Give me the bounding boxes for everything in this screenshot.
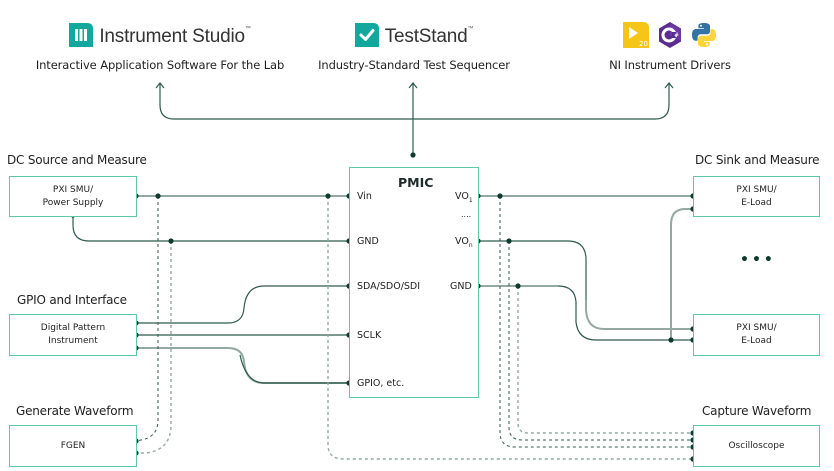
- csharp-logo-icon: #: [658, 22, 682, 52]
- generate-waveform-title: Generate Waveform: [16, 404, 134, 418]
- teststand-name: TestStand™: [384, 26, 474, 47]
- software-bus-bracket: [159, 84, 670, 120]
- drivers-description: NI Instrument Drivers: [609, 58, 731, 72]
- pin-von: VOn: [455, 236, 473, 249]
- node-vin-tap2: [325, 193, 331, 199]
- svg-text:#: #: [674, 32, 679, 39]
- node-von-tap: [506, 238, 512, 244]
- arrow-instrument-studio: [155, 82, 165, 89]
- pxi-smu-eload-box-1[interactable]: PXI SMU/E-Load: [693, 176, 820, 217]
- fgen-box[interactable]: FGEN: [9, 425, 137, 467]
- drivers-icons: 20 #: [580, 22, 760, 52]
- labview-logo-icon: 20: [623, 22, 649, 52]
- dashed-vin-to-fgen: [135, 196, 159, 442]
- capture-waveform-title: Capture Waveform: [702, 404, 812, 418]
- wire-eload1-return: [670, 208, 693, 340]
- box-line: Digital Pattern: [40, 323, 106, 333]
- box-line: E-Load: [741, 197, 772, 208]
- pin-vo1: VO1: [455, 191, 473, 204]
- python-logo-icon: [691, 22, 717, 52]
- instrument-studio-description: Interactive Application Software For the…: [35, 58, 285, 72]
- labview-badge: 20: [639, 40, 648, 48]
- pmic-title: PMIC: [398, 175, 434, 190]
- box-line: E-Load: [741, 336, 772, 346]
- box-line: PXI SMU/: [736, 323, 777, 333]
- pin-gnd-left: GND: [357, 236, 379, 247]
- gpio-title: GPIO and Interface: [17, 293, 127, 307]
- box-line: Instrument: [48, 336, 98, 346]
- wire-gnd-right: [478, 285, 693, 341]
- box-line: Oscilloscope: [728, 440, 785, 451]
- instrument-studio-name: Instrument Studio™: [99, 26, 251, 47]
- node-vo1-tap: [497, 193, 503, 199]
- teststand-description: Industry-Standard Test Sequencer: [318, 58, 510, 72]
- node-vin-tap: [155, 193, 161, 199]
- node-teststand: [410, 152, 416, 158]
- node-gnd-right-tap: [515, 283, 521, 289]
- arrow-teststand: [408, 82, 418, 89]
- node-gnd-tap: [168, 238, 174, 244]
- pmic-box[interactable]: [349, 167, 479, 398]
- oscilloscope-box[interactable]: Oscilloscope: [693, 425, 820, 467]
- drivers-block: 20 # NI Instrument Drivers: [580, 22, 760, 72]
- dashed-vo1-to-scope: [499, 196, 693, 448]
- box-line: PXI SMU/: [736, 184, 777, 195]
- teststand-brand: TestStand™: [304, 22, 524, 52]
- box-line: PXI SMU/: [52, 184, 94, 195]
- box-line: FGEN: [60, 440, 86, 451]
- dashed-vin-to-scope: [327, 196, 693, 460]
- pin-gnd-right: GND: [450, 281, 472, 292]
- dashed-von-to-scope: [508, 241, 693, 441]
- wire-gnd-left: [72, 215, 349, 242]
- teststand-checkmark-logo-icon: [354, 23, 379, 51]
- dashed-gnd-to-scope: [517, 286, 693, 434]
- teststand-block: TestStand™ Industry-Standard Test Sequen…: [304, 22, 524, 72]
- pxi-smu-power-supply-box[interactable]: PXI SMU/Power Supply: [9, 176, 137, 217]
- pin-vin: Vin: [357, 191, 372, 202]
- instrument-studio-block: Instrument Studio™ Interactive Applicati…: [22, 22, 298, 72]
- box-line: Power Supply: [42, 197, 104, 208]
- pin-sclk: SCLK: [357, 330, 382, 341]
- pxi-smu-eload-box-2[interactable]: PXI SMU/E-Load: [693, 314, 820, 356]
- pin-gpio: GPIO, etc.: [357, 378, 405, 389]
- more-eloads-ellipsis: •••: [740, 252, 776, 268]
- pin-sda-sdo-sdi: SDA/SDO/SDI: [357, 281, 421, 292]
- instrument-studio-logo-icon: [69, 23, 94, 51]
- wire-sda: [136, 285, 349, 324]
- instrument-studio-brand: Instrument Studio™: [22, 22, 298, 52]
- dc-sink-title: DC Sink and Measure: [695, 153, 820, 167]
- arrow-drivers: [664, 82, 674, 89]
- pin-ellipsis: ....: [461, 210, 472, 219]
- dashed-gnd-to-fgen: [136, 241, 172, 454]
- node-eload-ret-junction: [668, 337, 674, 343]
- dc-source-title: DC Source and Measure: [7, 153, 147, 167]
